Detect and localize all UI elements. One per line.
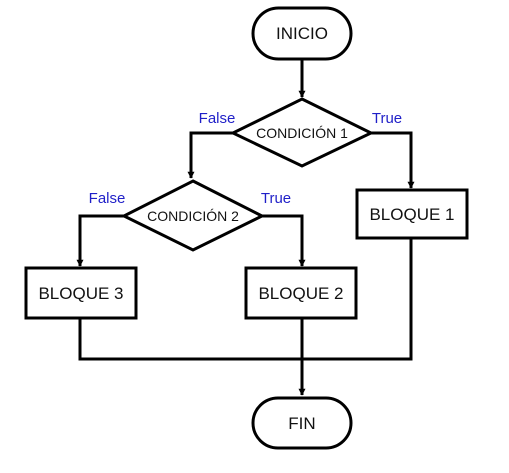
connector-block1-merge [302,238,413,361]
connector-cond1-true [371,131,415,189]
condition-2-label: CONDICIÓN 2 [147,208,239,224]
condition-2-true-label: True [261,190,291,207]
block-2-label: BLOQUE 2 [258,284,343,303]
start-terminator [251,6,353,61]
block-3-label: BLOQUE 3 [38,284,123,303]
block-1-label: BLOQUE 1 [369,205,454,224]
connector-cond2-true [262,214,306,267]
connector-block3-merge [78,318,302,361]
decision-condition-1 [229,97,375,168]
end-terminator [251,396,353,450]
connector-cond1-false [187,131,233,179]
end-label: FIN [288,414,315,433]
condition-1-label: CONDICIÓN 1 [256,125,348,141]
process-block-2 [244,266,358,320]
condition-1-false-label: False [199,110,236,127]
connector-cond2-false [76,214,124,267]
process-block-1 [355,188,469,240]
start-label: INICIO [276,24,328,43]
condition-1-true-label: True [372,110,402,127]
process-block-3 [24,266,138,320]
decision-condition-2 [120,179,266,252]
condition-2-false-label: False [89,190,126,207]
